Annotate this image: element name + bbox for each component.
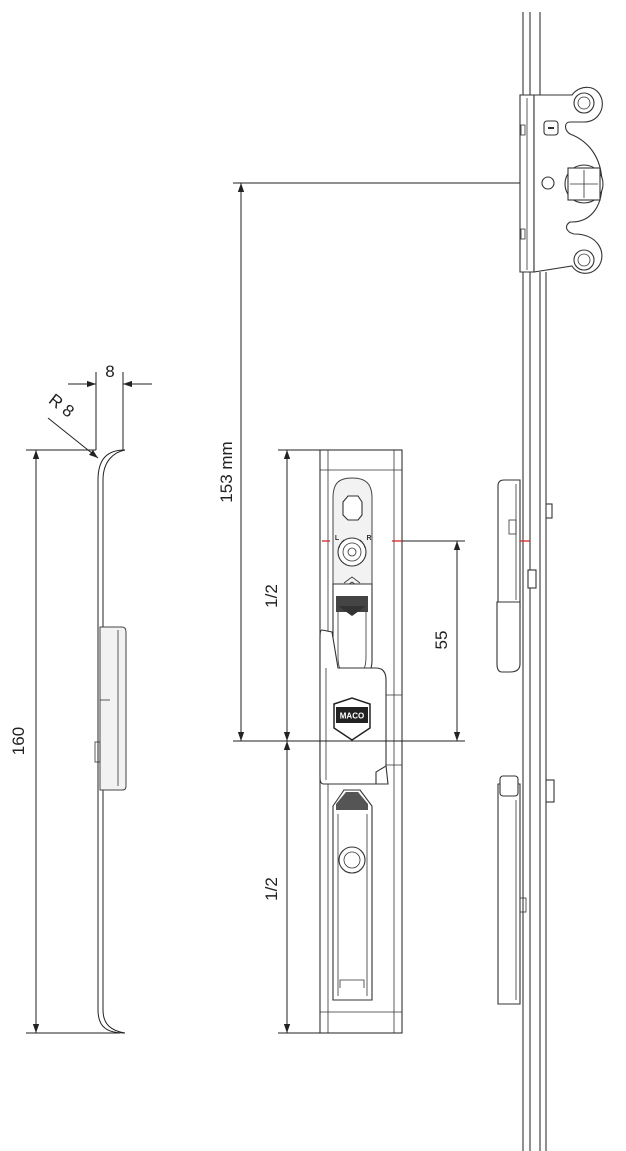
espagnolette-rail (496, 12, 604, 1151)
dim-half-lower-label: 1/2 (262, 877, 281, 901)
dim-r8-label: R 8 (45, 390, 78, 421)
dimension-153: 153 mm (217, 182, 560, 742)
side-profile-view (94, 449, 127, 1034)
maco-logo: MACO (333, 697, 371, 741)
dimension-8: 8 (68, 362, 152, 450)
marking-left: L (335, 535, 340, 542)
dim-half-upper-label: 1/2 (262, 584, 281, 608)
dimension-55: 55 (402, 540, 465, 741)
maco-logo-text: MACO (340, 712, 364, 721)
dim-160-label: 160 (9, 727, 28, 755)
marking-right: R (366, 535, 371, 542)
dim-8-label: 8 (105, 362, 114, 381)
dim-55-label: 55 (432, 631, 451, 650)
dimension-halves: 1/2 1/2 (262, 449, 320, 1034)
dim-153-label: 153 mm (217, 441, 236, 502)
dimension-r8: R 8 (45, 390, 99, 459)
dimension-160: 160 (9, 449, 120, 1034)
